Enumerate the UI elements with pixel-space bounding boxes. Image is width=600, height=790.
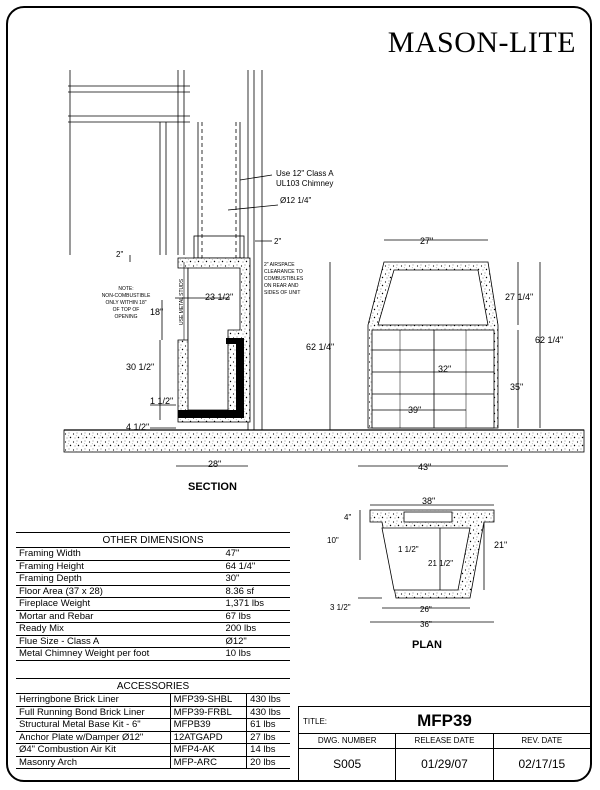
section-dim-4-half: 4 1/2" (126, 422, 149, 432)
svg-text:OPENING: OPENING (114, 314, 137, 320)
svg-text:OF TOP OF: OF TOP OF (113, 307, 140, 313)
section-dim-30-half: 30 1/2" (126, 362, 154, 372)
plan-dim-36: 36" (420, 620, 432, 629)
plan-dim-38: 38" (422, 496, 435, 506)
svg-text:NON-COMBUSTIBLE: NON-COMBUSTIBLE (102, 293, 151, 299)
svg-text:2" AIRSPACE: 2" AIRSPACE (264, 262, 295, 268)
front-dim-27-quarter: 27 1/4" (505, 292, 533, 302)
svg-text:SIDES OF UNIT: SIDES OF UNIT (264, 290, 300, 296)
title-label: TITLE: (303, 717, 328, 726)
front-dim-35: 35" (510, 382, 523, 392)
svg-text:ON REAR AND: ON REAR AND (264, 283, 299, 289)
title-block: TITLE: MFP39 DWG. NUMBER RELEASE DATE RE… (298, 706, 590, 782)
plan-dim-4: 4" (344, 513, 351, 522)
combustible-note: NOTE: NON-COMBUSTIBLE ONLY WITHIN 18" OF… (102, 286, 151, 320)
plan-dim-3-half: 3 1/2" (330, 603, 351, 612)
plan-dim-21: 21" (494, 540, 507, 550)
rev-date: 02/17/15 (492, 749, 590, 781)
section-dim-28: 28" (208, 459, 221, 469)
plan-view (358, 504, 495, 623)
table-row: Floor Area (37 x 28)8.36 sf (16, 585, 290, 598)
svg-text:CLEARANCE TO: CLEARANCE TO (264, 269, 303, 275)
front-dim-62-quarter: 62 1/4" (535, 335, 563, 345)
section-dim-2-right: 2" (274, 237, 281, 246)
plan-caption: PLAN (412, 639, 442, 651)
front-dim-39: 39" (408, 405, 421, 415)
rev-date-label: REV. DATE (492, 734, 590, 748)
plan-dim-10: 10" (327, 536, 339, 545)
front-dim-27: 27" (420, 236, 433, 246)
metal-studs-label: USE METAL STUDS (179, 278, 185, 325)
accessories-heading: ACCESSORIES (16, 678, 290, 694)
brand-logo: MASON-LITE (387, 26, 576, 59)
airspace-note: 2" AIRSPACE CLEARANCE TO COMBUSTIBLES ON… (264, 262, 304, 296)
front-dim-32: 32" (438, 364, 451, 374)
other-dimensions-heading: OTHER DIMENSIONS (16, 532, 290, 548)
section-dim-18: 18" (150, 307, 163, 317)
dwg-number-label: DWG. NUMBER (317, 736, 377, 745)
drawing-title: MFP39 (417, 711, 472, 730)
section-view (63, 70, 585, 467)
front-dim-43: 43" (418, 462, 431, 472)
plan-dim-26: 26" (420, 605, 432, 614)
svg-text:COMBUSTIBLES: COMBUSTIBLES (264, 276, 304, 282)
release-date: 01/29/07 (395, 749, 492, 781)
chimney-note-2: UL103 Chimney (276, 179, 333, 188)
section-dim-2-left: 2" (116, 250, 123, 259)
section-dim-62-quarter: 62 1/4" (306, 342, 334, 352)
section-dim-1-half: 1 1/2" (150, 396, 173, 406)
release-date-label: RELEASE DATE (395, 734, 492, 748)
section-dim-23-half: 23 1/2" (205, 292, 233, 302)
drawing-border (6, 6, 592, 782)
chimney-note: Use 12" Class A (276, 169, 334, 178)
svg-text:ONLY WITHIN 18": ONLY WITHIN 18" (105, 300, 146, 306)
svg-text:NOTE:: NOTE: (118, 286, 133, 292)
chimney-diameter: Ø12 1/4" (280, 196, 311, 205)
plan-dim-21-half: 21 1/2" (428, 559, 453, 568)
plan-dim-1-half: 1 1/2" (398, 545, 419, 554)
front-elevation (358, 239, 541, 467)
section-caption: SECTION (188, 481, 237, 493)
dwg-number: S005 (333, 757, 362, 771)
